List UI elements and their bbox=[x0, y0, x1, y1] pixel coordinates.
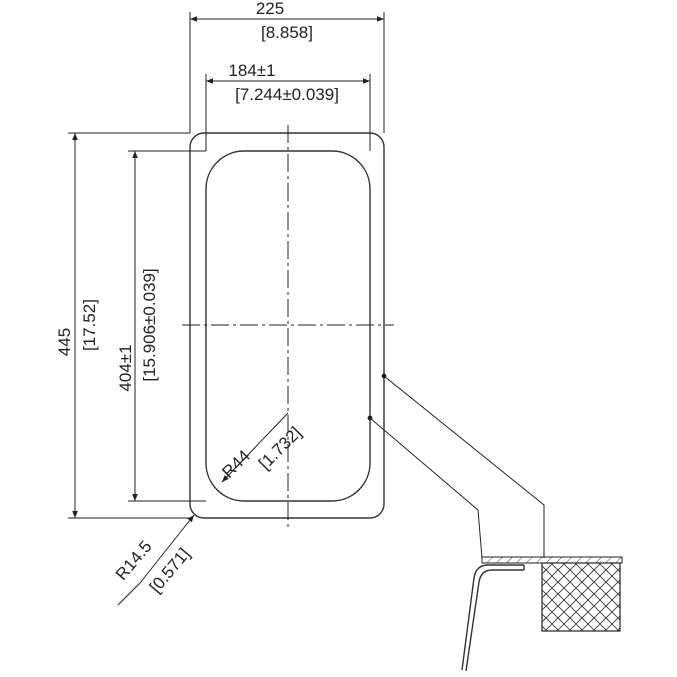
inner-radius-inch: [1.732] bbox=[255, 423, 305, 473]
inner-bowl-outline bbox=[205, 150, 371, 502]
inner-length-inch: [15.906±0.039] bbox=[140, 268, 159, 381]
detail-leader-lines bbox=[367, 373, 545, 559]
inner-length-mm: 404±1 bbox=[116, 344, 135, 391]
overall-width-mm: 225 bbox=[256, 0, 284, 18]
rim-section-detail bbox=[461, 556, 623, 672]
overall-width-inch: [8.858] bbox=[261, 23, 313, 42]
countertop-section bbox=[541, 562, 621, 632]
inner-width-mm: 184±1 bbox=[228, 61, 275, 80]
inner-width-inch: [7.244±0.039] bbox=[235, 85, 339, 104]
outer-radius-mm: R14.5 bbox=[112, 537, 156, 584]
inner-length-dimension: 404±1 [15.906±0.039] bbox=[116, 150, 206, 502]
inner-radius-mm: R44 bbox=[218, 446, 253, 481]
overall-width-dimension: 225 [8.858] bbox=[189, 0, 385, 133]
inner-radius-leader: R44 [1.732] bbox=[218, 412, 305, 483]
inner-width-dimension: 184±1 [7.244±0.039] bbox=[205, 61, 371, 151]
overall-length-mm: 445 bbox=[55, 328, 74, 356]
overall-length-dimension: 445 [17.52] bbox=[55, 132, 190, 519]
outer-radius-leader: R14.5 [0.571] bbox=[112, 514, 195, 606]
overall-length-inch: [17.52] bbox=[80, 299, 99, 351]
